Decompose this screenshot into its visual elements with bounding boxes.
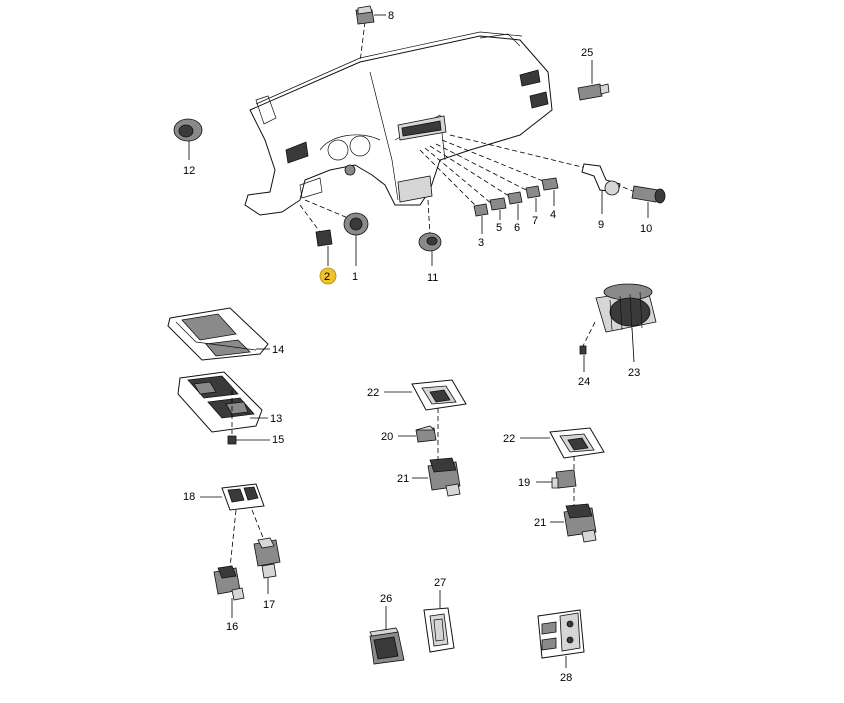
part-13-switch-block — [177, 371, 268, 434]
callout-2-highlight — [319, 267, 337, 285]
part-25-switch — [577, 60, 610, 101]
part-6-switch — [507, 191, 523, 220]
part-23-motor — [595, 283, 657, 363]
callout-28: 28 — [560, 672, 572, 684]
callout-16: 16 — [226, 621, 238, 633]
callout-5: 5 — [496, 222, 502, 234]
part-21-switch-b — [550, 503, 597, 543]
callout-13: 13 — [270, 413, 282, 425]
callout-10: 10 — [640, 223, 652, 235]
callout-7: 7 — [532, 215, 538, 227]
part-20-switch — [398, 425, 437, 443]
callout-23: 23 — [628, 367, 640, 379]
part-12-knob — [173, 118, 203, 160]
callout-22b: 22 — [503, 433, 515, 445]
callout-20: 20 — [381, 431, 393, 443]
part-4-switch — [541, 177, 559, 206]
part-8-switch — [355, 5, 386, 25]
callout-17: 17 — [263, 599, 275, 611]
part-22-frame-a — [384, 379, 467, 462]
part-26-switch — [369, 606, 405, 665]
part-22-frame-b — [520, 427, 605, 510]
callout-21b: 21 — [534, 517, 546, 529]
part-9-bracket — [581, 163, 621, 214]
part-28-module — [537, 609, 585, 668]
part-15-screw — [227, 435, 270, 445]
callout-15: 15 — [272, 434, 284, 446]
callout-8: 8 — [388, 10, 394, 22]
callout-19: 19 — [518, 477, 530, 489]
part-14-bezel — [167, 307, 270, 361]
part-1-knob — [343, 212, 369, 266]
dashboard-illustration — [244, 31, 553, 216]
part-5-switch — [489, 197, 507, 220]
part-18-frame — [200, 483, 265, 569]
callout-22a: 22 — [367, 387, 379, 399]
part-24-screw — [579, 319, 597, 372]
callout-3: 3 — [478, 237, 484, 249]
part-21-switch-a — [412, 457, 461, 497]
callout-9: 9 — [598, 219, 604, 231]
callout-24: 24 — [578, 376, 590, 388]
part-17-switch — [253, 537, 281, 594]
part-27-frame — [423, 590, 455, 653]
part-7-switch — [525, 185, 541, 212]
part-19-switch — [536, 469, 577, 489]
callout-11: 11 — [427, 272, 438, 284]
callout-12: 12 — [183, 165, 195, 177]
part-10-lighter — [631, 185, 666, 218]
callout-14: 14 — [272, 344, 284, 356]
callout-26: 26 — [380, 593, 392, 605]
part-3-switch — [473, 203, 489, 234]
callout-21a: 21 — [397, 473, 409, 485]
callout-4: 4 — [550, 209, 556, 221]
callout-18: 18 — [183, 491, 195, 503]
part-2-switch — [315, 229, 333, 266]
callout-27: 27 — [434, 577, 446, 589]
part-16-switch — [213, 565, 245, 618]
callout-25: 25 — [581, 47, 593, 59]
callout-1: 1 — [352, 271, 358, 283]
part-11-knob — [418, 232, 442, 266]
callout-2: 2 — [324, 271, 330, 283]
callout-6: 6 — [514, 222, 520, 234]
